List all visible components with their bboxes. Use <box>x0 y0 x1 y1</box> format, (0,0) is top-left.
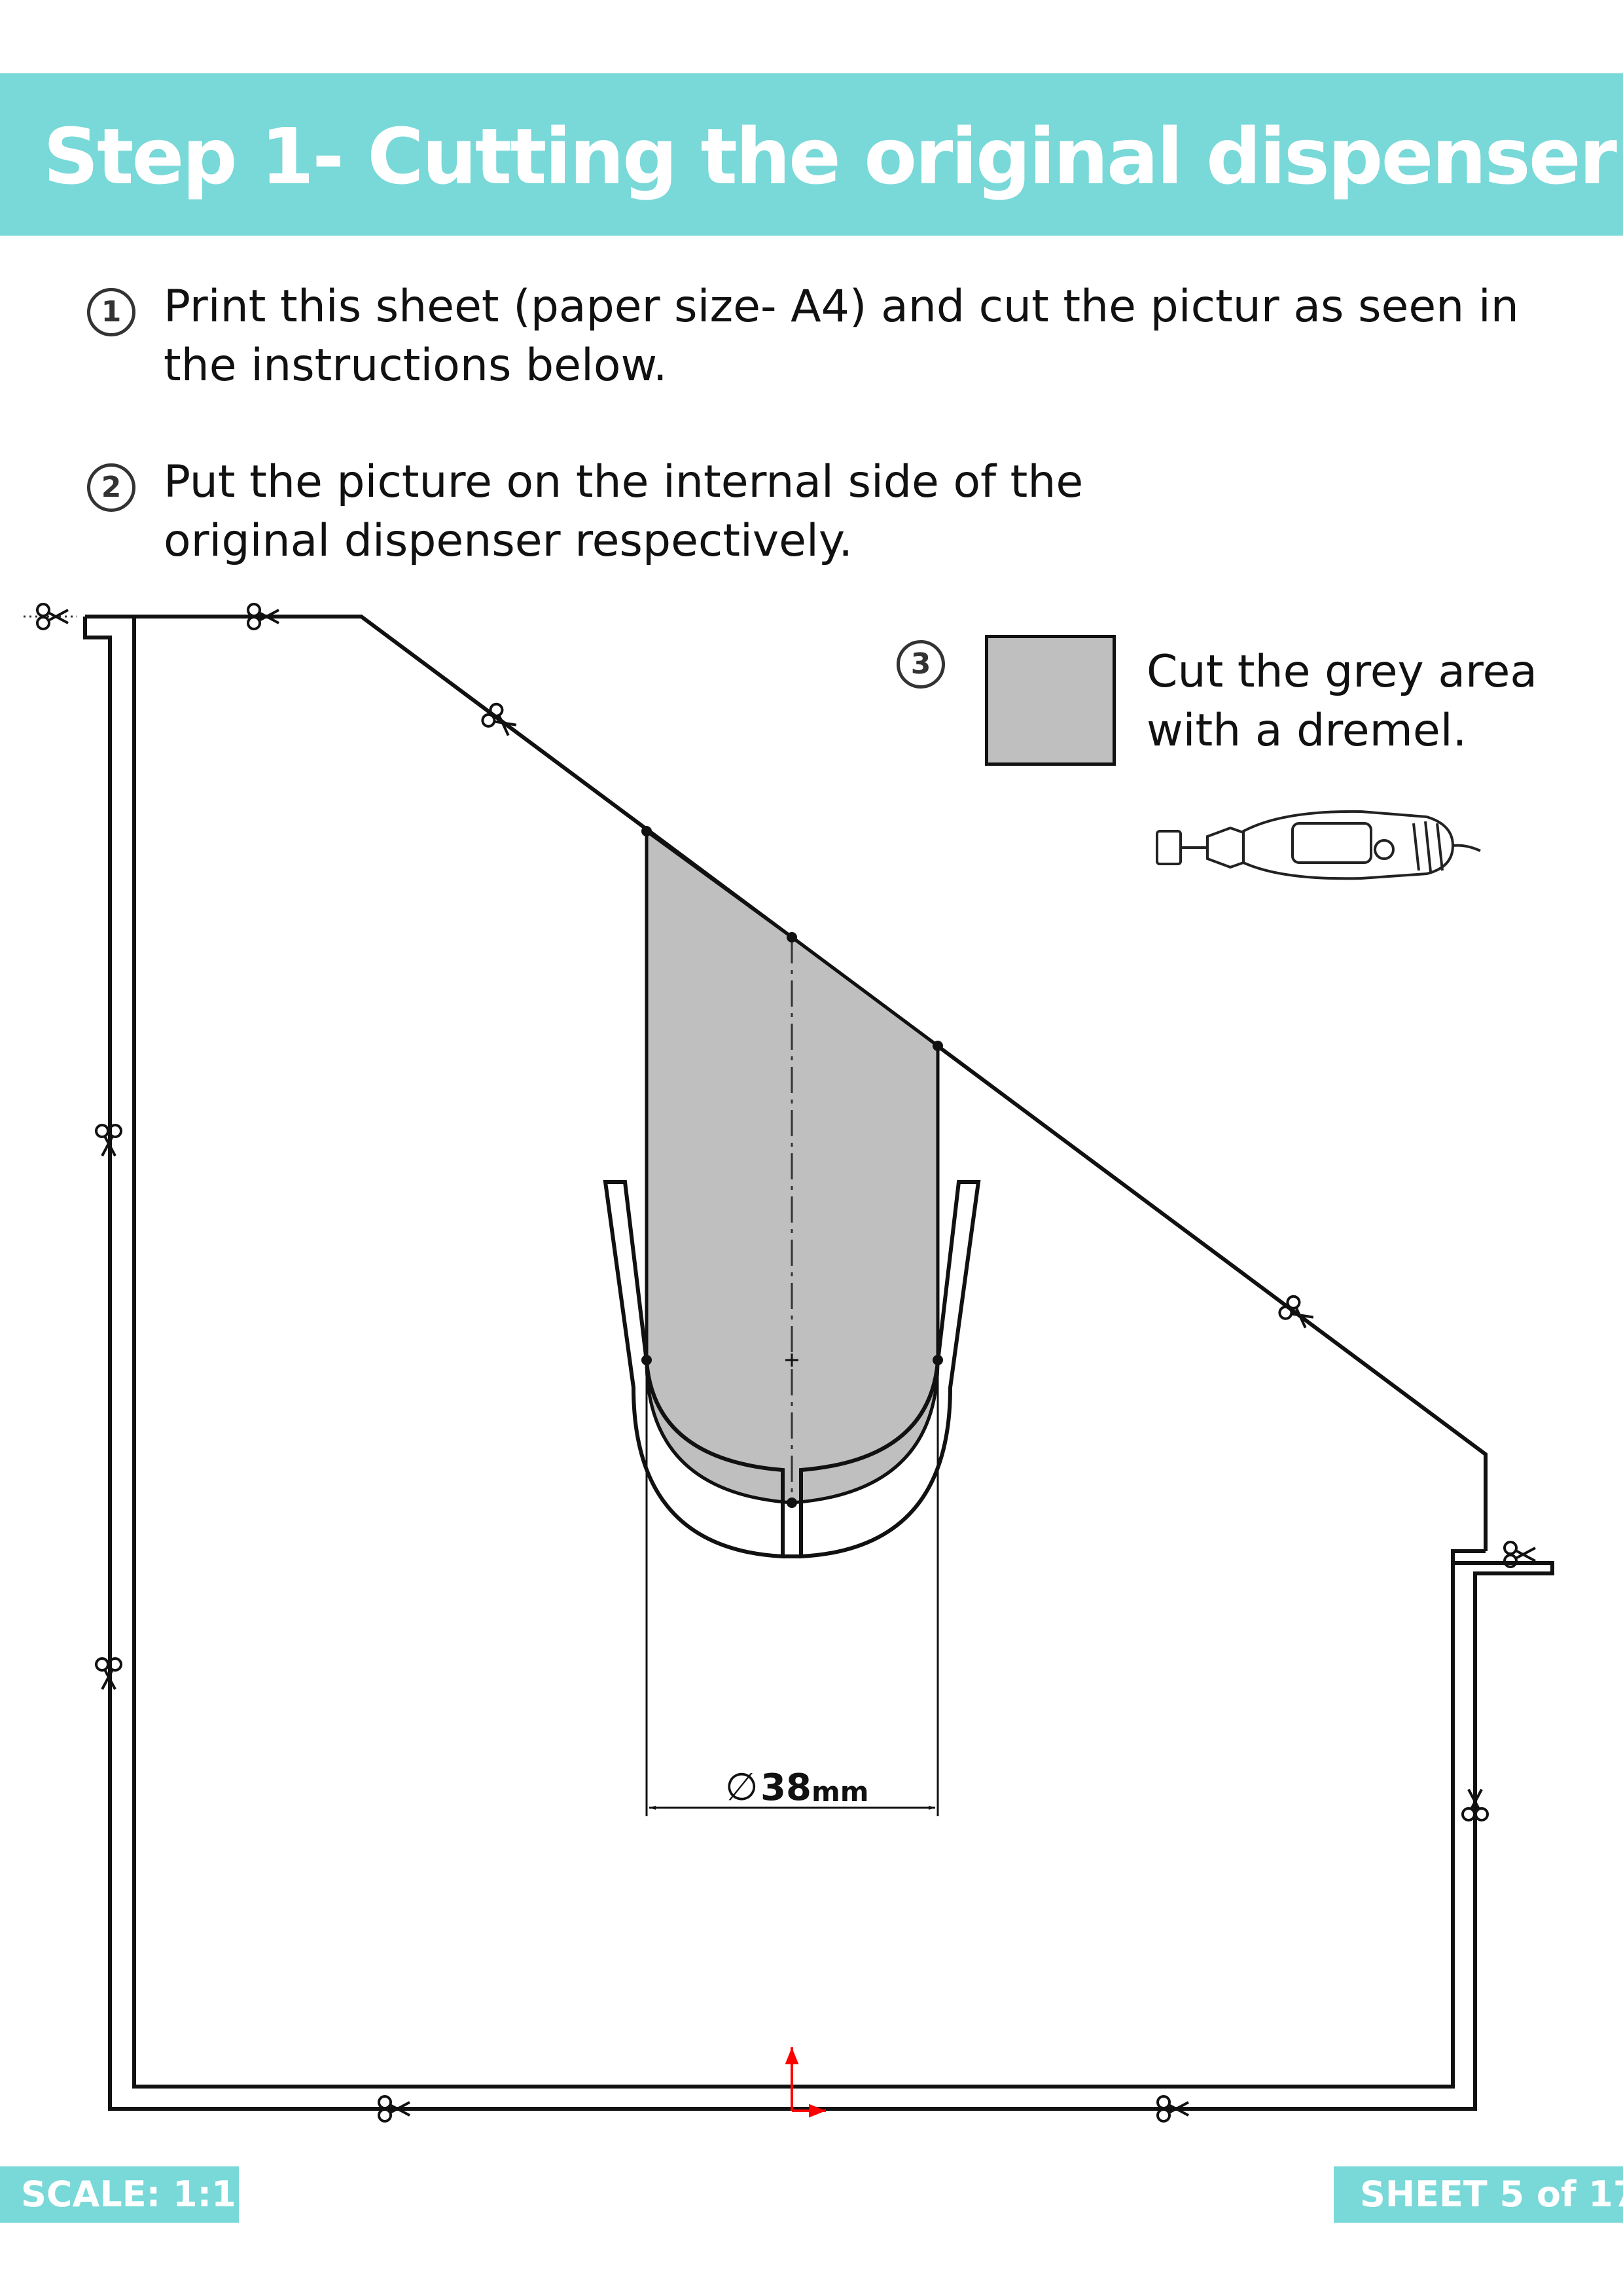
step-2-line-1: Put the picture on the internal side of … <box>164 456 1084 508</box>
sheet-number-label: SHEET 5 of 17 <box>1334 2166 1623 2223</box>
step-3-text: Cut the grey area with a dremel. <box>1147 643 1537 761</box>
dimension-unit: mm <box>812 1776 869 1808</box>
step-3-number: 3 <box>897 640 945 689</box>
dimension-symbol: ∅ <box>725 1765 758 1809</box>
construction-points <box>641 826 943 1508</box>
grey-area-swatch <box>985 635 1116 766</box>
step-2-text: Put the picture on the internal side of … <box>164 453 1083 571</box>
origin-axes <box>785 2047 826 2118</box>
step-2-number: 2 <box>87 463 135 512</box>
dremel-tool-icon <box>1156 810 1481 880</box>
step-1-line-2: the instructions below. <box>164 340 668 391</box>
step-1-number: 1 <box>87 288 135 336</box>
dimension-value: 38 <box>760 1767 812 1809</box>
step-3-line-2: with a dremel. <box>1147 705 1467 757</box>
step-1-text: Print this sheet (paper size- A4) and cu… <box>164 278 1519 395</box>
header-banner: Step 1- Cutting the original dispenser <box>0 73 1623 236</box>
diameter-dimension <box>645 1368 939 1816</box>
step-2-line-2: original dispenser respectively. <box>164 515 853 567</box>
step-3-line-1: Cut the grey area <box>1147 646 1538 698</box>
step-1-line-1: Print this sheet (paper size- A4) and cu… <box>164 281 1519 332</box>
scale-label: SCALE: 1:1 <box>0 2166 239 2223</box>
page-title: Step 1- Cutting the original dispenser <box>43 111 1617 202</box>
